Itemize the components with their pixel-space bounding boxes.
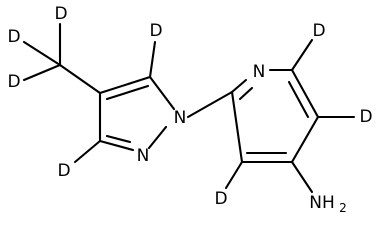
atom-d-methyl-left: D <box>7 27 20 47</box>
bond-c4-nh2 <box>290 160 314 194</box>
bond-c5-n1 <box>148 75 176 111</box>
atom-n-pyridine: N <box>253 62 266 82</box>
atom-d-pyridine-c5: D <box>359 107 372 127</box>
bond-c3-d <box>73 139 102 164</box>
atom-d-pyrazole-c3: D <box>57 161 70 181</box>
bond-n1-c2-pyridine <box>186 90 234 119</box>
bond-c2-n1-pyridine <box>230 78 248 94</box>
bonds <box>22 22 356 194</box>
bond-c6-c5-double <box>287 80 310 119</box>
bond-c5-d <box>148 40 157 79</box>
bond-c4-c5 <box>98 75 152 95</box>
atom-d-pyridine-c3: D <box>214 189 227 209</box>
atom-labels: D D D D D N N N D D D NH 2 <box>7 4 372 215</box>
bond-c4-c5-double <box>105 84 150 101</box>
atom-amine-subscript: 2 <box>339 201 347 215</box>
atom-n-pyrazole-n2: N <box>137 146 150 166</box>
bond-c3-d-pyridine <box>224 160 244 190</box>
bond-cd3-d-left <box>22 40 62 67</box>
bond-cd3-c4 <box>58 63 102 95</box>
atom-d-pyrazole-c5: D <box>149 21 162 41</box>
atom-d-methyl-bottom: D <box>7 72 20 92</box>
atom-n-pyrazole-n1: N <box>174 108 187 128</box>
atom-amine-nh: NH <box>309 193 335 213</box>
bond-c6-d <box>290 38 314 72</box>
bond-n1-n2 <box>147 125 168 150</box>
bond-n2-c3-double <box>105 134 132 144</box>
bond-c5-c4 <box>290 115 320 164</box>
atom-d-methyl-top: D <box>54 4 67 24</box>
atom-d-pyridine-c6: D <box>312 21 325 41</box>
molecule-structure-diagram: D D D D D N N N D D D NH 2 <box>7 4 372 215</box>
bond-cd3-d-bottom <box>22 63 62 82</box>
bond-n2-c3 <box>98 139 135 152</box>
bond-c6-c5 <box>290 68 320 119</box>
bond-c2-n1-pyridine-double <box>238 86 254 101</box>
bond-c3-c2 <box>230 90 244 164</box>
